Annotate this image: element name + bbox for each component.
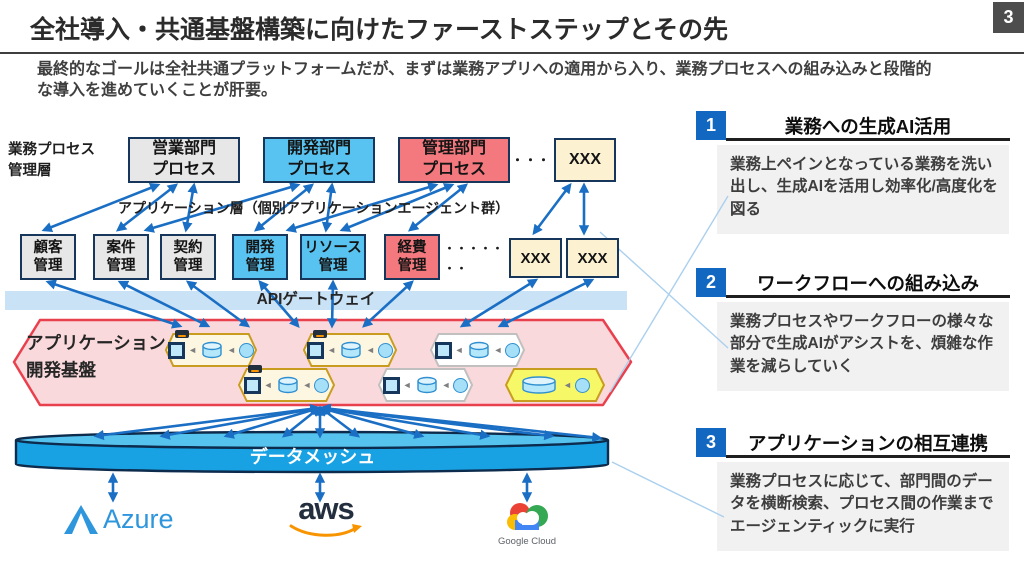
process-box-development: 開発部門 プロセス [263, 137, 375, 183]
aws-label: aws [298, 491, 355, 526]
database-cylinder-icon [522, 376, 556, 394]
app-box-case: 案件 管理 [93, 234, 149, 280]
step-1-body: 業務上ペインとなっている業務を洗い出し、生成AIを活用し効率化/高度化を図る [717, 145, 1009, 235]
aws-mini-tag [313, 330, 327, 338]
google-cloud-logo: Google Cloud [498, 498, 556, 547]
app-box-development: 開発 管理 [232, 234, 288, 280]
app-ellipsis-dots: ・・・・・ ・・ [444, 243, 504, 275]
step-1-title: 業務への生成AI活用 [784, 116, 952, 137]
app-square-icon [168, 341, 186, 359]
step-2-title: ワークフローへの組み込み [756, 273, 979, 294]
process-ellipsis-dots: ・・・ [511, 153, 551, 167]
step-1-underline [726, 138, 1010, 141]
azure-label: Azure [103, 504, 174, 534]
google-cloud-icon [507, 503, 549, 530]
flow-arrow-icon: ◄ [454, 344, 464, 355]
model-circle-icon [377, 342, 393, 358]
app-square-icon [434, 341, 452, 359]
aws-mini-tag [175, 330, 189, 338]
flow-arrow-icon: ◄ [493, 344, 503, 355]
flow-arrow-icon: ◄ [402, 379, 412, 390]
step-2-body: 業務プロセスやワークフローの様々な部分で生成AIがアシストを、煩雑な作業を減らし… [717, 302, 1009, 392]
database-cylinder-icon [202, 341, 222, 359]
model-circle-icon [574, 377, 590, 393]
step-3: 3 アプリケーションの相互連携 業務プロセスに応じて、部門間のデータを横断検索、… [690, 428, 1022, 577]
platform-label: アプリケーション 開発基盤 [26, 333, 166, 381]
agent-hexagon-1: ◄ ◄ [165, 330, 257, 367]
step-2-underline [726, 295, 1010, 298]
model-circle-icon [238, 342, 254, 358]
flow-arrow-icon: ◄ [366, 344, 375, 355]
step-3-number-badge: 3 [696, 428, 726, 457]
app-box-xxx-2: XXX [566, 238, 619, 278]
step-1-number-badge: 1 [696, 111, 726, 140]
step-3-body: 業務プロセスに応じて、部門間のデータを横断検索、プロセス間の作業までエージェンテ… [717, 462, 1009, 552]
database-cylinder-icon [277, 376, 298, 394]
model-circle-icon [314, 377, 330, 393]
app-box-customer: 顧客 管理 [20, 234, 76, 280]
app-box-xxx-1: XXX [509, 238, 562, 278]
google-cloud-label: Google Cloud [498, 536, 557, 547]
model-circle-icon [453, 377, 469, 393]
azure-triangle-icon [64, 505, 98, 534]
database-cylinder-icon [341, 341, 361, 359]
data-mesh-label: データメッシュ [249, 447, 376, 467]
flow-arrow-icon: ◄ [327, 344, 336, 355]
app-square-icon [307, 341, 325, 359]
page-title: 全社導入・共通基盤構築に向けたファーストステップとその先 [30, 16, 729, 44]
app-square-icon [382, 376, 400, 394]
step-3-underline [726, 455, 1010, 458]
api-gateway-label: APIゲートウェイ [256, 291, 376, 308]
step-2: 2 ワークフローへの組み込み 業務プロセスやワークフローの様々な部分で生成AIが… [690, 268, 1022, 418]
agent-hexagon-6: ◄ [505, 368, 605, 402]
database-cylinder-icon [416, 376, 437, 394]
process-box-xxx: XXX [554, 138, 616, 182]
model-circle-icon [505, 342, 521, 358]
aws-smile-icon [289, 524, 362, 538]
flow-arrow-icon: ◄ [188, 344, 197, 355]
flow-arrow-icon: ◄ [302, 379, 312, 390]
flow-arrow-icon: ◄ [441, 379, 451, 390]
process-box-sales: 営業部門 プロセス [128, 137, 240, 183]
aws-logo: aws [288, 491, 364, 539]
application-layer-label: アプリケーション層（個別アプリケーションエージェント群） [118, 200, 510, 216]
app-square-icon [243, 376, 261, 394]
flow-arrow-icon: ◄ [563, 379, 572, 390]
step-1: 1 業務への生成AI活用 業務上ペインとなっている業務を洗い出し、生成AIを活用… [690, 111, 1022, 261]
page-number-badge: 3 [993, 2, 1024, 33]
agent-hexagon-4: ◄ ◄ [238, 365, 335, 402]
flow-arrow-icon: ◄ [227, 344, 236, 355]
title-divider [0, 52, 1024, 54]
flow-arrow-icon: ◄ [263, 379, 273, 390]
agent-hexagon-2: ◄ ◄ [303, 330, 397, 367]
azure-logo: Azure [64, 503, 174, 536]
database-cylinder-icon [468, 341, 489, 359]
step-2-number-badge: 2 [696, 268, 726, 297]
slide-subtitle: 最終的なゴールは全社共通プラットフォームだが、まずは業務アプリへの適用から入り、… [37, 61, 932, 100]
process-layer-label: 業務プロセス 管理層 [8, 142, 95, 180]
step-3-title: アプリケーションの相互連携 [747, 433, 989, 454]
app-box-contract: 契約 管理 [160, 234, 216, 280]
process-box-management: 管理部門 プロセス [398, 137, 510, 183]
agent-hexagon-5: ◄ ◄ [378, 368, 473, 402]
app-box-expense: 経費 管理 [384, 234, 440, 280]
app-box-resource: リソース 管理 [300, 234, 366, 280]
agent-hexagon-3: ◄ ◄ [430, 333, 525, 367]
aws-mini-tag [248, 365, 262, 373]
